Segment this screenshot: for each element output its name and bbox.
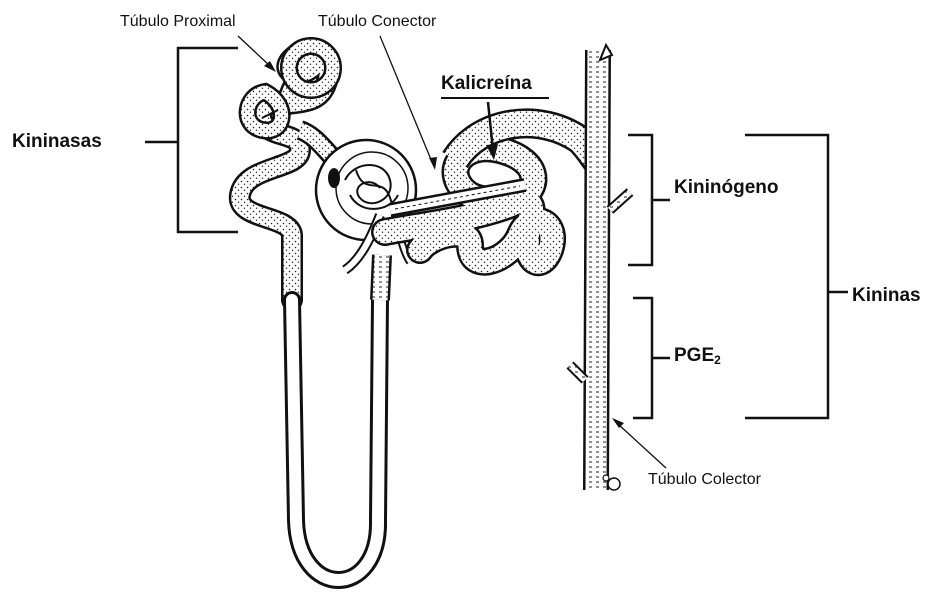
- kininasas-bracket: [145, 48, 238, 232]
- colector-arrowhead: [612, 418, 624, 428]
- kininogeno-label: Kininógeno: [674, 178, 778, 197]
- pge-subscript: 2: [714, 353, 721, 367]
- pge-main-text: PGE: [674, 345, 714, 366]
- tubulo-proximal-label: Túbulo Proximal: [120, 14, 236, 30]
- kininas-label: Kininas: [852, 286, 921, 305]
- conector-arrowhead: [429, 157, 437, 170]
- kininogeno-bracket: [628, 135, 670, 265]
- kininasas-label: Kininasas: [12, 132, 102, 151]
- pge2-label: PGE2: [674, 346, 721, 366]
- loop-of-henle: [292, 255, 382, 580]
- pge-bracket: [633, 298, 670, 418]
- kalicreina-label: Kalicreína: [441, 74, 532, 93]
- tubulo-conector-label: Túbulo Conector: [318, 14, 436, 30]
- tubulo-colector-label: Túbulo Colector: [648, 472, 761, 488]
